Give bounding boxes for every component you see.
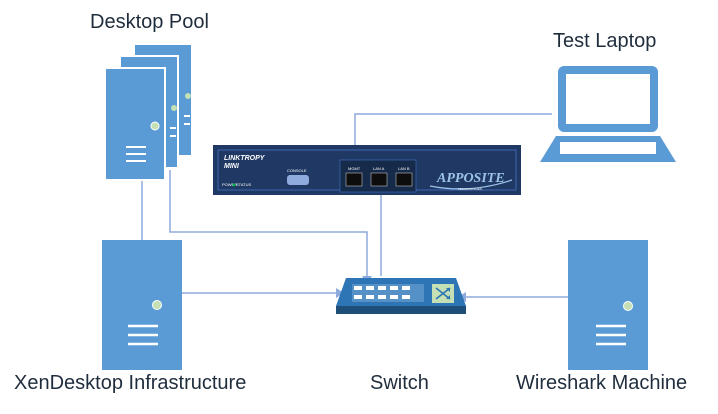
server-led <box>185 93 191 99</box>
power-label: POWER <box>222 182 237 187</box>
link-desktop-pool-to-switch <box>169 170 368 276</box>
power-led <box>232 183 236 187</box>
server-vents <box>126 115 190 162</box>
port-b-label: LAN B <box>398 166 410 171</box>
server-vents <box>128 324 158 346</box>
xendesktop-label: XenDesktop Infrastructure <box>14 372 247 394</box>
arrow-head <box>446 288 450 292</box>
wireshark-label: Wireshark Machine <box>516 372 688 394</box>
appliance-brand-line1: LINKTROPY <box>224 155 266 162</box>
server-vents <box>596 324 626 346</box>
test-laptop-label: Test Laptop <box>553 30 657 52</box>
server-led <box>623 301 633 311</box>
wireshark-server <box>568 240 648 370</box>
laptop-keyboard <box>560 142 656 154</box>
connections <box>141 113 568 298</box>
apposite-logo: APPOSITE <box>436 171 505 186</box>
server-led <box>152 300 162 310</box>
server-led <box>171 105 177 111</box>
console-port <box>287 175 309 185</box>
laptop-icon <box>540 66 676 162</box>
port-mgmt-label: MGMT <box>348 166 361 171</box>
server-body <box>102 240 182 370</box>
logo-swoosh-icon <box>429 179 513 190</box>
port-a-label: LAN A <box>373 166 385 171</box>
port-lan-b <box>395 172 413 187</box>
desktop-pool-servers <box>104 43 193 181</box>
port-lan-a <box>370 172 388 187</box>
linktropy-appliance: LINKTROPY MINI POWER STATUS CONSOLE MGMT… <box>213 145 521 195</box>
crossover-arrows-icon <box>435 287 451 300</box>
status-label: STATUS <box>236 182 252 187</box>
console-label: CONSOLE <box>287 168 307 173</box>
arrow-head <box>446 295 450 299</box>
appliance-brand-line2: MINI <box>224 163 240 170</box>
arrow-into-switch-left <box>336 288 344 298</box>
switch-ports-panel <box>352 284 424 302</box>
server-led <box>150 121 160 131</box>
server-body <box>568 240 648 370</box>
apposite-logo-sub: TECHNOLOGIES <box>458 187 482 191</box>
desktop-pool-label: Desktop Pool <box>90 11 209 33</box>
switch-ports <box>354 286 410 299</box>
switch-base <box>336 306 466 314</box>
laptop-screen <box>566 74 650 124</box>
switch-label: Switch <box>370 372 429 394</box>
xendesktop-server <box>102 240 182 370</box>
port-mgmt <box>345 172 363 187</box>
network-switch <box>336 278 466 314</box>
